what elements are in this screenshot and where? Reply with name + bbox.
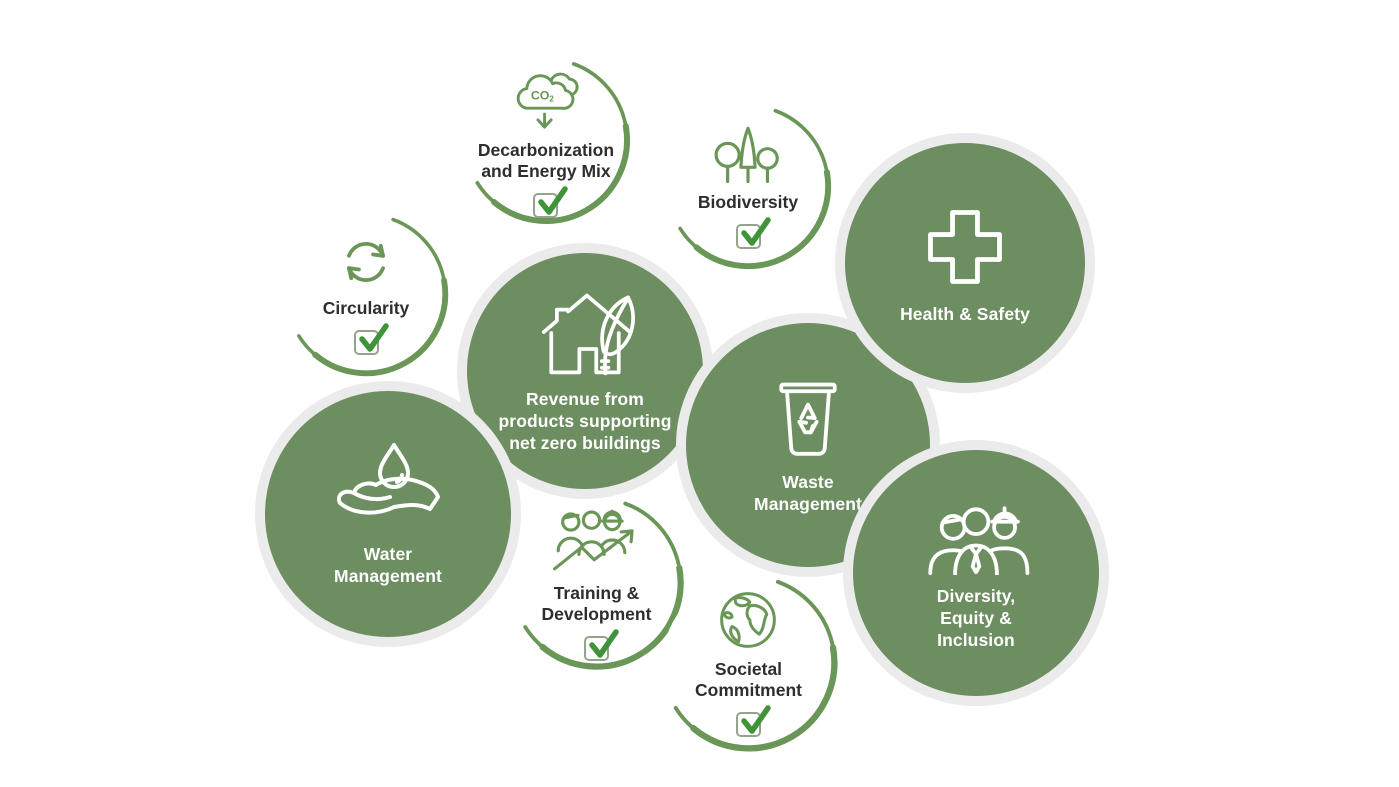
checked-checkbox	[735, 217, 771, 249]
co2-cloud-arrow-icon: CO2	[516, 72, 579, 129]
checked-checkbox	[735, 705, 771, 737]
node-label: Biodiversity	[697, 192, 799, 212]
node-societal-commitment: Societal Commitment	[651, 565, 846, 760]
node-biodiversity: Biodiversity	[657, 95, 839, 277]
node-label: Training & Development	[541, 583, 652, 624]
node-decarbonization: CO2 Decarbonization and Energy Mix	[454, 48, 638, 232]
recycling-bin-icon	[779, 382, 837, 456]
open-circle-arc	[512, 498, 684, 670]
svg-text:CO2: CO2	[531, 88, 555, 103]
three-people-icon	[928, 506, 1030, 575]
medical-cross-icon	[928, 210, 1002, 284]
open-circle-arc	[662, 576, 838, 752]
node-circularity: Circularity	[276, 204, 456, 384]
checked-checkbox	[583, 629, 619, 661]
node-health-safety: Health & Safety	[845, 143, 1085, 383]
trees-icon	[714, 126, 779, 184]
node-label: Health & Safety	[900, 304, 1030, 324]
checked-checkbox	[533, 185, 569, 218]
water-drop-hand-icon	[337, 443, 440, 515]
node-label: Water Management	[334, 544, 442, 586]
node-training-development: Training & Development	[501, 487, 692, 678]
node-water-management: Water Management	[265, 391, 511, 637]
node-label: Societal Commitment	[695, 659, 802, 700]
people-growth-arrow-icon	[553, 509, 635, 571]
globe-icon	[720, 592, 777, 648]
house-leaf-icon	[541, 293, 635, 376]
node-label: Waste Management	[754, 472, 862, 514]
node-label: Diversity, Equity & Inclusion	[936, 586, 1016, 650]
checked-checkbox	[353, 323, 389, 355]
node-revenue-net-zero: Revenue from products supporting net zer…	[467, 253, 703, 489]
node-diversity-equity-inclusion: Diversity, Equity & Inclusion	[853, 450, 1099, 696]
circular-arrows-icon	[347, 242, 385, 282]
open-circle-arc	[465, 59, 630, 224]
node-label: Decarbonization and Energy Mix	[477, 139, 615, 181]
node-label: Revenue from products supporting net zer…	[498, 389, 672, 453]
open-circle-arc	[667, 105, 832, 270]
node-label: Circularity	[322, 298, 410, 318]
open-circle-arc	[286, 214, 449, 377]
node-waste-management: Waste Management	[686, 323, 930, 567]
